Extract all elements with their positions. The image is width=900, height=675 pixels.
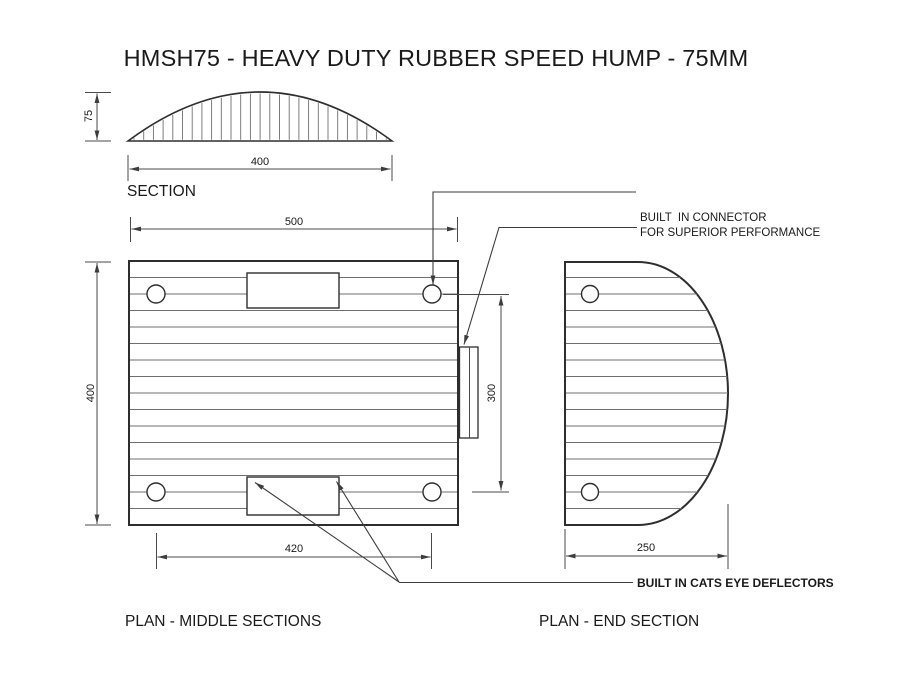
drawing-title: HMSH75 - HEAVY DUTY RUBBER SPEED HUMP - … [124, 45, 749, 71]
fixing-hole [422, 482, 442, 502]
plan-middle-view: 500 400 420 300 PLAN - MIDDLE SECTIONS [85, 216, 509, 630]
dim-width-500: 500 [130, 216, 458, 242]
leader-to-cats-eye-left [254, 482, 400, 583]
leader-to-hole [430, 191, 636, 285]
fixing-hole [146, 284, 166, 304]
fixing-hole [422, 284, 442, 304]
dim-width-250: 250 [564, 504, 729, 569]
dim-text-500: 500 [285, 216, 303, 228]
callouts: BUILT IN CONNECTOR FOR SUPERIOR PERFORMA… [254, 191, 834, 590]
middle-plan-ribs [130, 277, 457, 509]
dim-hole-spacing-420: 420 [156, 533, 432, 569]
connector-note-line2: FOR SUPERIOR PERFORMANCE [640, 227, 821, 239]
leader-to-cats-eye-right [336, 481, 400, 583]
plan-end-view: 250 PLAN - END SECTION [539, 261, 729, 630]
fixing-hole [580, 284, 600, 304]
dim-text-75: 75 [83, 110, 95, 122]
dim-text-400-section: 400 [251, 156, 269, 168]
leader-to-connector [463, 226, 637, 345]
plan-end-label: PLAN - END SECTION [539, 613, 699, 630]
section-view-label: SECTION [127, 183, 196, 200]
end-plan-ribs [566, 277, 728, 509]
dim-depth-400: 400 [85, 261, 111, 526]
plan-middle-label: PLAN - MIDDLE SECTIONS [125, 613, 321, 630]
fixing-hole [146, 482, 166, 502]
hump-hatching [133, 93, 387, 140]
connector-note-line1: BUILT IN CONNECTOR [640, 212, 767, 224]
cats-eye-note: BUILT IN CATS EYE DEFLECTORS [637, 576, 834, 590]
fixing-hole [580, 482, 600, 502]
dim-text-420: 420 [285, 543, 303, 555]
dim-height-75: 75 [83, 92, 111, 142]
dim-width-400-section: 400 [127, 155, 393, 181]
dim-connector-300: 300 [443, 294, 509, 493]
connector-tab [458, 346, 479, 439]
dim-text-250: 250 [637, 542, 655, 554]
cats-eye-deflector-top [246, 272, 340, 309]
section-view: 75 400 SECTION [83, 91, 395, 200]
dim-text-400-plan: 400 [85, 384, 97, 402]
dim-text-300: 300 [486, 384, 498, 402]
